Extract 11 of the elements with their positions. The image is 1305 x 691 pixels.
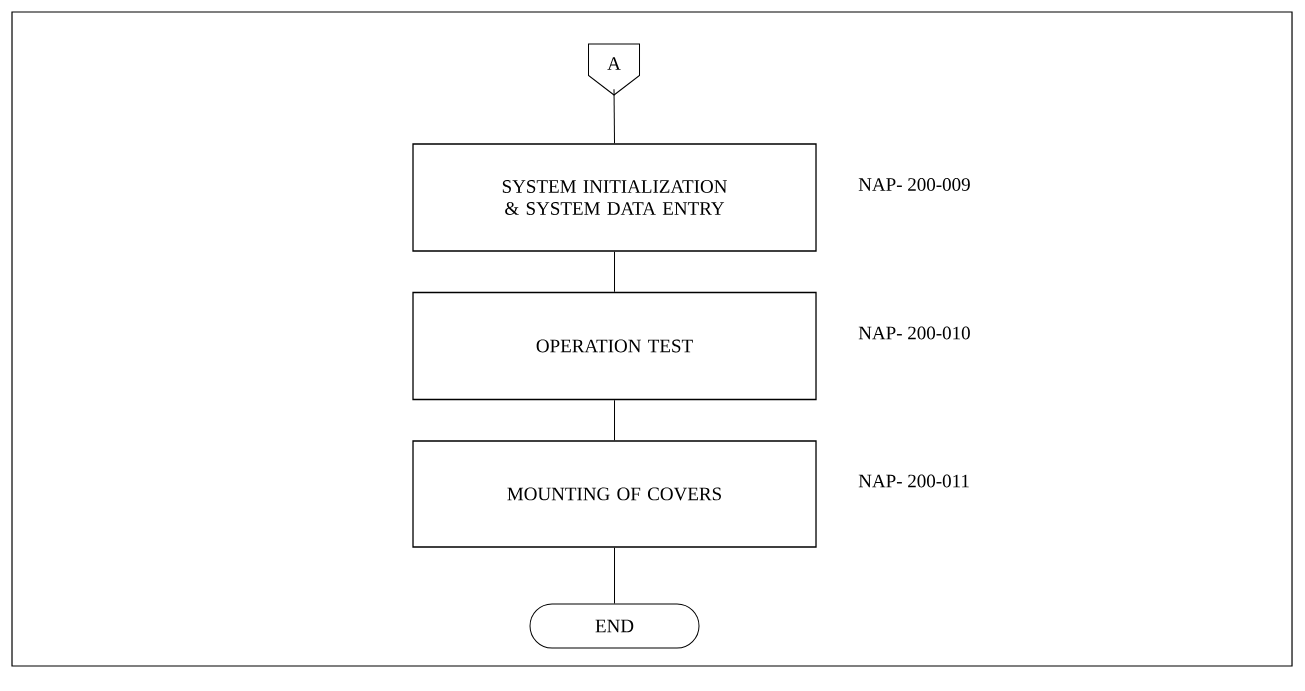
process-box: OPERATION TEST (412, 291, 817, 401)
process-box: MOUNTING OF COVERS (412, 440, 817, 548)
connector-line (614, 251, 615, 293)
connector-line (614, 399, 615, 441)
reference-number: NAP- 200-010 (858, 326, 970, 340)
process-box: SYSTEM INITIALIZATION & SYSTEM DATA ENTRY (412, 143, 817, 252)
connector-line (613, 88, 615, 144)
reference-number: NAP- 200-011 (858, 474, 969, 488)
connector-line (614, 547, 615, 604)
offpage-connector: A (588, 43, 640, 96)
reference-number: NAP- 200-009 (858, 178, 970, 191)
